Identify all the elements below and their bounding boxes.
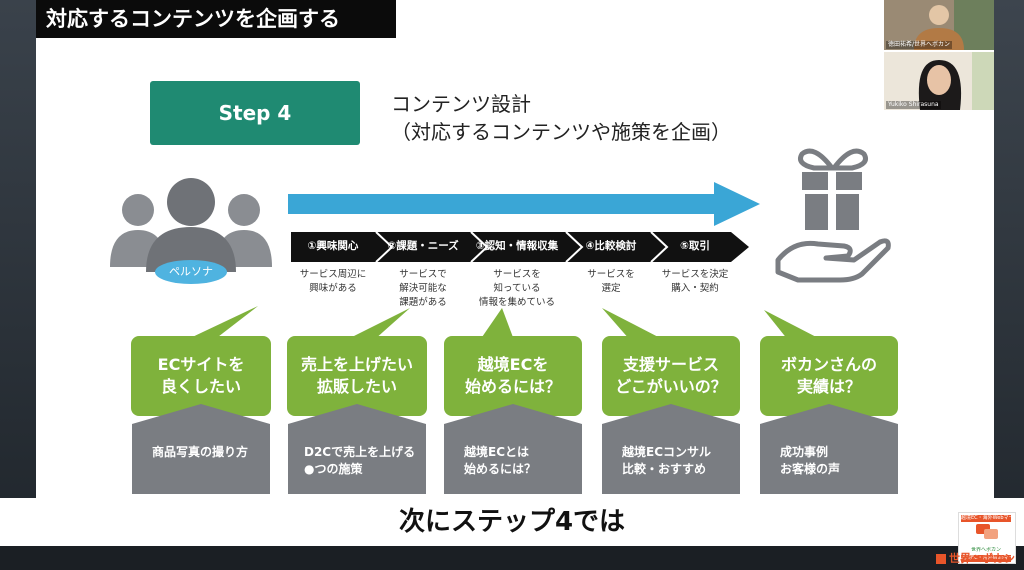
channel-badge: 越境EC・海外Webマーケティング 世界へボカン 越境EC・海外Webマーケティ…	[958, 512, 1016, 564]
content-3-line: 越境ECとは	[464, 445, 530, 459]
badge-mid-text: 世界へボカン	[970, 547, 1001, 553]
participant-2-name: Yukiko Shirasuna	[886, 101, 941, 109]
stage-3-desc-line: 情報を集めている	[478, 297, 555, 308]
slide-heading: コンテンツ設計 （対応するコンテンツや施策を企画）	[391, 90, 731, 146]
journey-arrow	[288, 182, 760, 226]
question-5-line: ボカンさんの	[780, 355, 877, 374]
stage-5-description: サービスを決定 購入・契約	[645, 268, 745, 296]
persona-icon	[110, 178, 272, 284]
question-5-line: 実績は？	[796, 377, 861, 396]
question-bubble-3: 越境ECを始めるには？	[444, 336, 582, 416]
content-box-3: 越境ECとは始めるには？	[444, 404, 582, 494]
content-box-4: 越境ECコンサル比較・おすすめ	[602, 404, 740, 494]
question-1-line: 良くしたい	[160, 377, 241, 396]
stage-1: ①興味関心	[307, 240, 359, 252]
background-right	[994, 0, 1024, 570]
stage-2-desc-line: 課題がある	[399, 297, 447, 308]
stage-3: ③認知・情報収集	[475, 240, 559, 252]
stage-5-desc-line: 購入・契約	[671, 283, 719, 294]
background-left	[0, 0, 36, 570]
stage-2-desc-line: サービスで	[399, 269, 447, 280]
stage-5: ⑤取引	[680, 240, 710, 252]
bottom-bar	[0, 546, 1024, 570]
heading-line-2: （対応するコンテンツや施策を企画）	[391, 120, 731, 144]
step-badge: Step 4	[150, 81, 360, 145]
question-2-line: 売上を上げたい	[300, 355, 413, 374]
participant-1-name: 徳田祐希/世界へボカン	[886, 41, 953, 49]
stage-1-desc-line: 興味がある	[309, 283, 357, 294]
badge-top-text: 越境EC・海外Webマーケティング	[961, 515, 1011, 522]
question-bubble-4: 支援サービスどこがいいの？	[602, 336, 740, 416]
question-3-line: 越境ECを	[477, 355, 549, 374]
question-4-line: 支援サービス	[622, 355, 719, 374]
content-2-line: D2Cで売上を上げる	[304, 445, 416, 459]
content-box-2: D2Cで売上を上げる ●つの施策	[288, 404, 426, 494]
stage-3-desc-line: サービスを	[493, 269, 541, 280]
question-bubble-2: 売上を上げたい拡販したい	[287, 336, 427, 416]
stage-3-description: サービスを 知っている 情報を集めている	[467, 268, 567, 310]
stage-3-desc-line: 知っている	[493, 283, 541, 294]
question-2-line: 拡販したい	[316, 377, 397, 396]
content-5-line: お客様の声	[780, 462, 841, 476]
question-bubble-1: ECサイトを良くしたい	[131, 336, 271, 416]
content-4-line: 越境ECコンサル	[622, 445, 712, 459]
content-4-line: 比較・おすすめ	[622, 462, 707, 476]
content-box-1: 商品写真の撮り方	[132, 404, 270, 494]
subtitle-caption: 次にステップ4では	[0, 498, 1024, 546]
participant-2-avatar-icon	[884, 52, 994, 110]
question-4-line: どこがいいの？	[615, 377, 727, 396]
brand-name: 世界へボカン	[949, 552, 1015, 565]
content-3-line: 始めるには？	[464, 462, 537, 476]
participant-1-avatar-icon	[884, 0, 994, 50]
gift-hand-icon	[775, 148, 891, 283]
participant-video-1[interactable]: 徳田祐希/世界へボカン	[884, 0, 994, 50]
stage-2-desc-line: 解決可能な	[399, 283, 447, 294]
stage-4: ④比較検討	[585, 240, 637, 252]
content-5-line: 成功事例	[780, 445, 829, 459]
heading-line-1: コンテンツ設計	[391, 92, 531, 116]
bubble-tails	[186, 306, 822, 340]
badge-bottom-text: 越境EC・海外Webマーケティング	[961, 555, 1011, 562]
stage-2-description: サービスで 解決可能な 課題がある	[373, 268, 473, 310]
slide-title: 対応するコンテンツを企画する	[36, 0, 396, 38]
participant-video-2[interactable]: Yukiko Shirasuna	[884, 52, 994, 110]
chat-bubble-icon	[976, 524, 998, 539]
brand-logo: 世界へボカン	[936, 551, 1022, 567]
stage-1-description: サービス周辺に 興味がある	[283, 268, 383, 296]
question-bubble-5: ボカンさんの実績は？	[760, 336, 898, 416]
persona-label: ペルソナ	[169, 265, 213, 278]
stage-4-desc-line: 選定	[601, 283, 621, 294]
process-chevron-bar	[291, 231, 749, 263]
stage-1-desc-line: サービス周辺に	[299, 269, 367, 280]
stage-4-description: サービスを 選定	[561, 268, 661, 296]
stage-4-desc-line: サービスを	[587, 269, 635, 280]
question-3-line: 始めるには？	[464, 377, 561, 396]
content-box-5: 成功事例お客様の声	[760, 404, 898, 494]
presentation-slide: 対応するコンテンツを企画する Step 4 コンテンツ設計 （対応するコンテンツ…	[36, 0, 994, 498]
content-1-line: 商品写真の撮り方	[152, 445, 249, 459]
question-1-line: ECサイトを	[157, 355, 245, 374]
content-2-line: ●つの施策	[304, 462, 363, 476]
stage-5-desc-line: サービスを決定	[661, 269, 729, 280]
stage-2: ②課題・ニーズ	[387, 240, 459, 252]
brand-icon	[936, 554, 946, 564]
